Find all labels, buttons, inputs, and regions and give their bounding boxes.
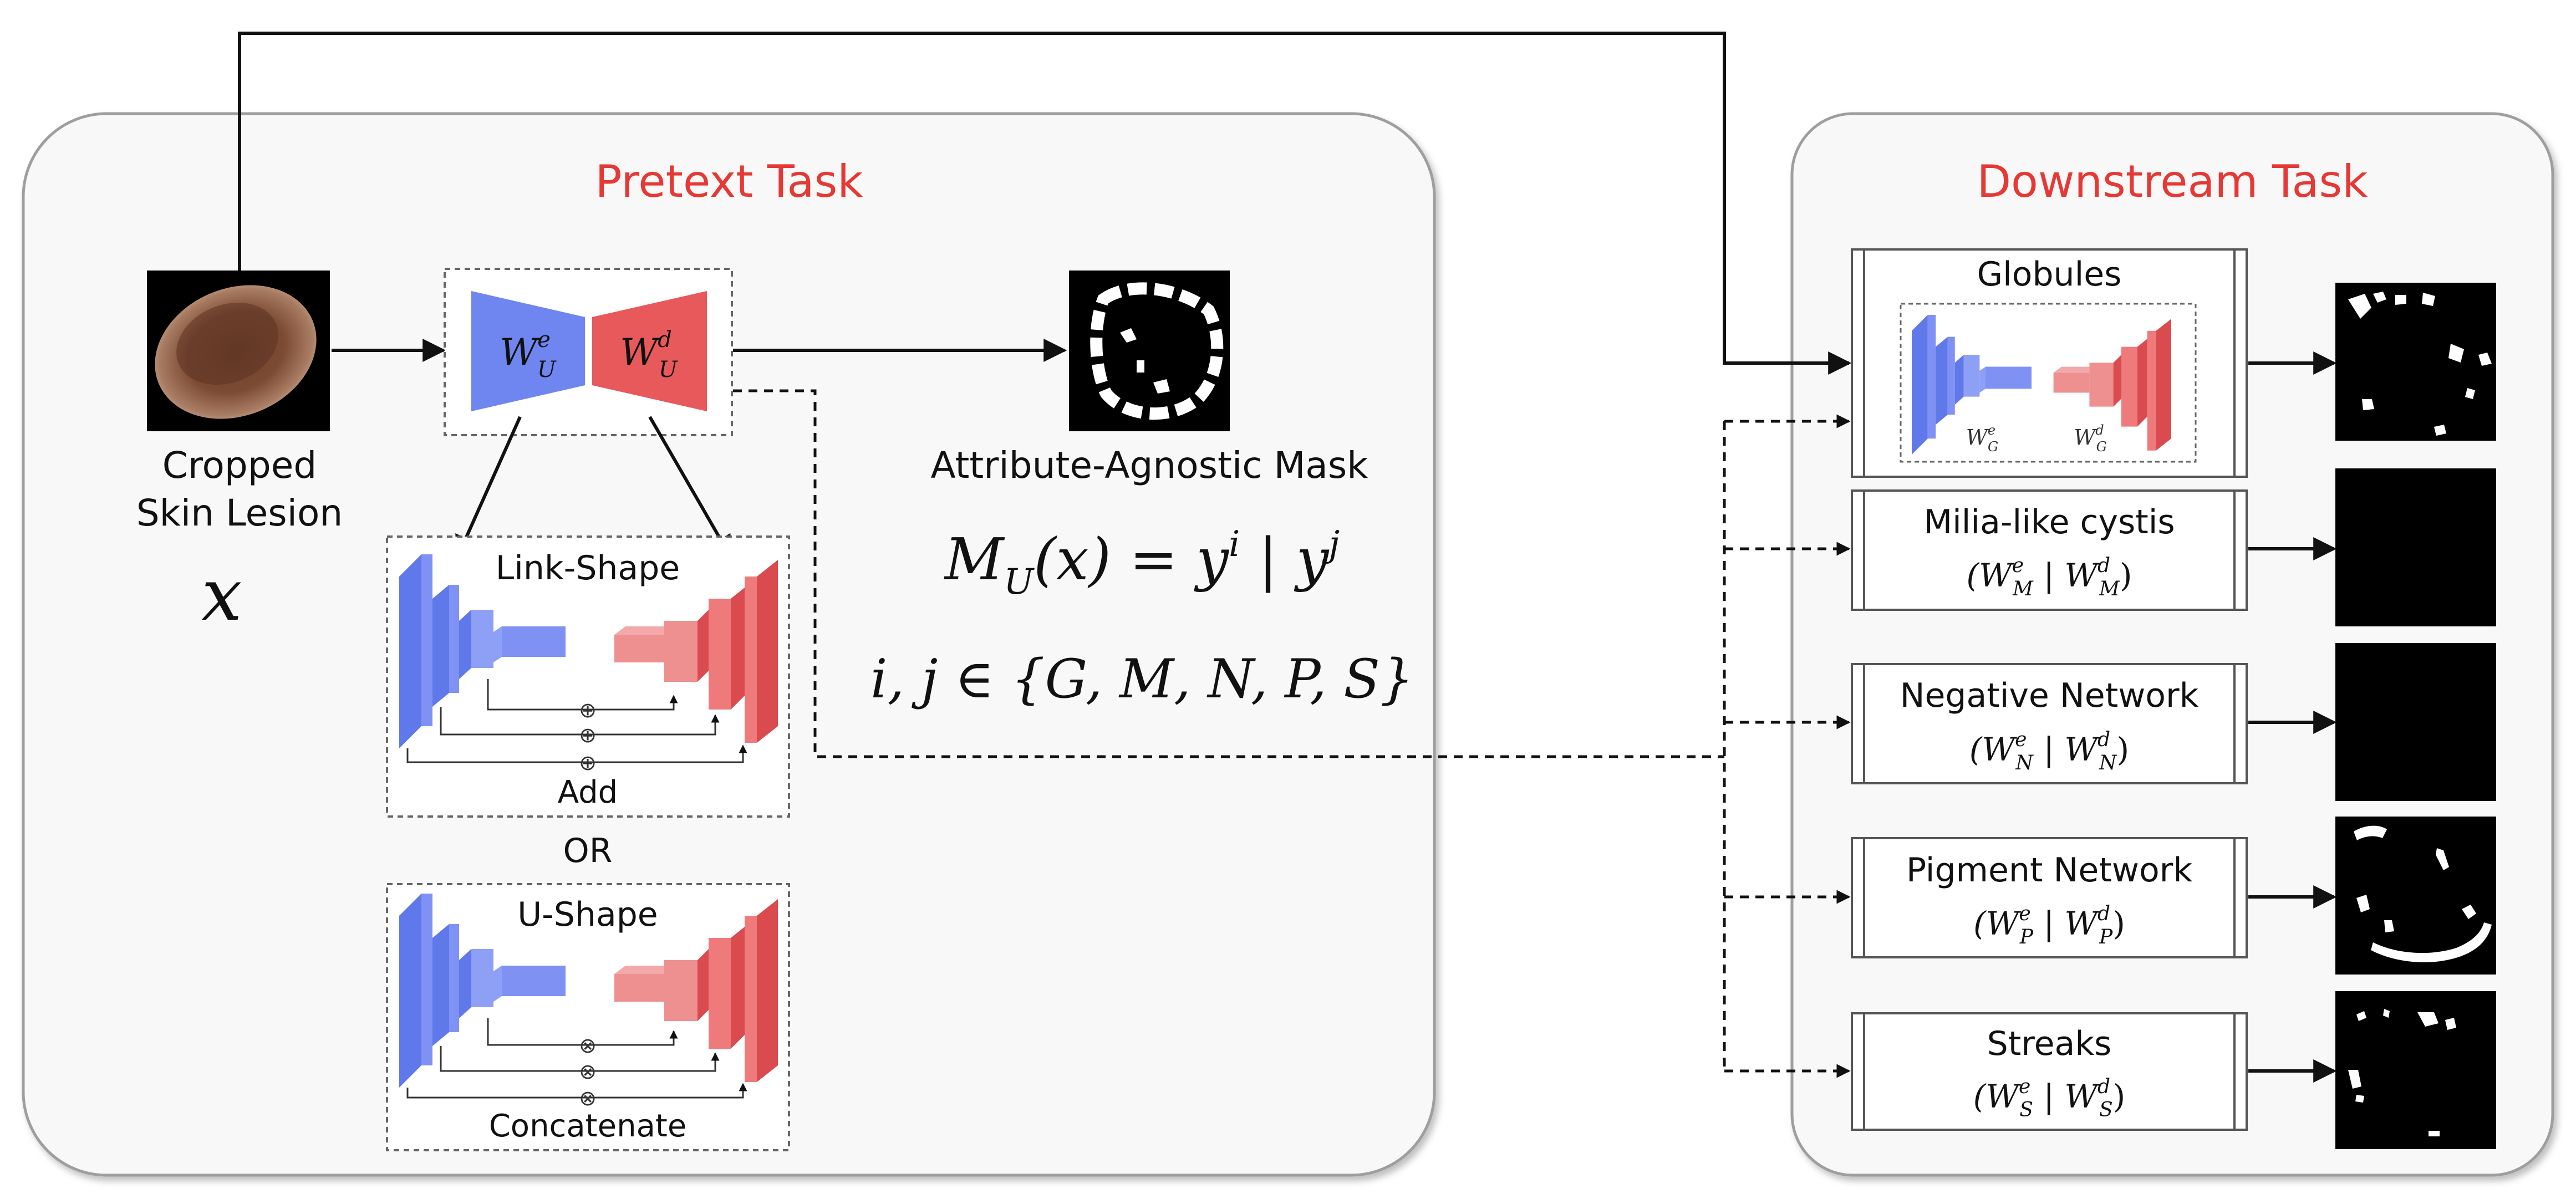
add-op-1: ⊕ — [579, 698, 597, 722]
input-label-line1: Cropped — [162, 444, 317, 487]
link-shape-diagram: Link-Shape ⊕ ⊕ ⊕ Add — [386, 535, 790, 818]
streaks-mask-image — [2335, 991, 2496, 1149]
concat-op-1: ⊗ — [579, 1033, 597, 1058]
encoder-trapezoid — [471, 291, 585, 411]
milia-mask-image — [2335, 468, 2496, 626]
pretext-title: Pretext Task — [595, 156, 863, 207]
pigment-mask-image — [2335, 817, 2496, 975]
input-to-globules-line — [238, 32, 1852, 375]
u-shape-diagram: U-Shape ⊗ ⊗ ⊗ Concatenate — [386, 883, 790, 1151]
input-image — [147, 271, 330, 431]
mask-label: Attribute-Agnostic Mask — [931, 444, 1369, 487]
link-shape-title: Link-Shape — [496, 549, 680, 588]
decoder-to-arch-arrow — [648, 416, 732, 559]
input-symbol: x — [201, 553, 242, 637]
model-to-downstream-dashed — [733, 389, 1724, 758]
or-label: OR — [563, 831, 613, 870]
decoder-trapezoid — [592, 291, 707, 411]
input-label-line2: Skin Lesion — [136, 492, 343, 534]
task-name-streaks: Streaks — [1987, 1024, 2112, 1063]
u-shape-op: Concatenate — [489, 1108, 687, 1144]
task-name-pigment: Pigment Network — [1906, 851, 2192, 890]
concat-op-2: ⊗ — [579, 1059, 597, 1084]
task-name-globules: Globules — [1977, 255, 2122, 294]
task-name-negative: Negative Network — [1900, 676, 2199, 715]
task-name-milia: Milia-like cystis — [1923, 503, 2175, 542]
u-shape-title: U-Shape — [517, 895, 658, 934]
globules-mask-image — [2335, 283, 2496, 441]
agnostic-mask-image — [1069, 271, 1230, 431]
downstream-title: Downstream Task — [1977, 156, 2368, 207]
negative-mask-image — [2335, 643, 2496, 801]
formula-line1: MU(x) = yi | yj — [944, 524, 1340, 603]
add-op-3: ⊕ — [579, 751, 597, 775]
add-op-2: ⊕ — [579, 723, 597, 747]
formula-line2: i, j ∈ {G, M, N, P, S} — [870, 648, 1414, 710]
concat-op-3: ⊗ — [579, 1086, 597, 1110]
encoder-to-arch-arrow — [455, 416, 522, 559]
link-shape-op: Add — [558, 774, 618, 810]
